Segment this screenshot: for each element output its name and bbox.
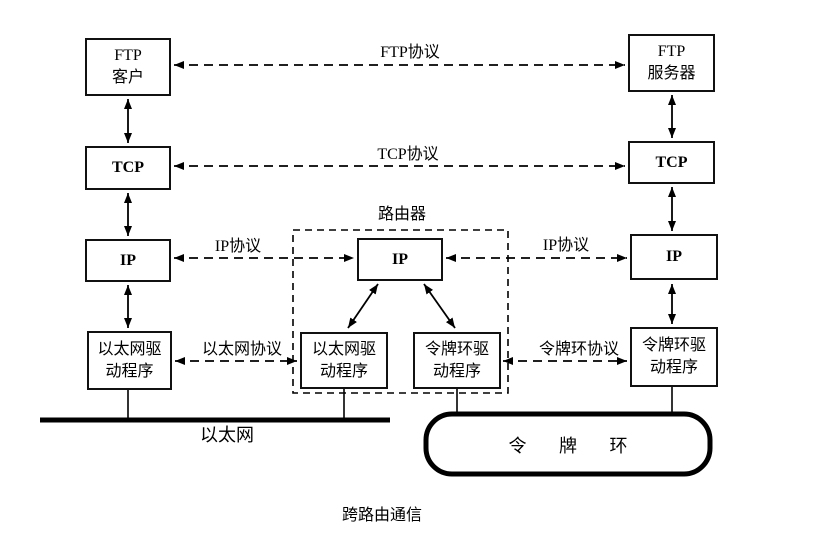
node-ethernet-driver-router: 以太网驱 动程序 <box>300 332 388 389</box>
router-label: 路由器 <box>377 206 427 223</box>
ip-protocol-label-left: IP协议 <box>214 238 262 255</box>
token-ring-protocol-label: 令牌环协议 <box>538 341 620 358</box>
node-ethernet-driver-left-label: 以太网驱 动程序 <box>97 340 162 380</box>
node-ftp-client: FTP 客户 <box>85 38 171 96</box>
ip-protocol-label-right: IP协议 <box>542 237 590 254</box>
node-tokenring-driver-right: 令牌环驱 动程序 <box>630 327 718 387</box>
node-ip-router-label: IP <box>392 250 408 268</box>
node-ftp-server-label: FTP 服务器 <box>647 43 696 82</box>
node-ethernet-driver-left: 以太网驱 动程序 <box>87 331 172 390</box>
node-ip-router: IP <box>357 238 443 281</box>
node-tokenring-driver-router: 令牌环驱 动程序 <box>413 332 501 389</box>
router-dashed-boundary <box>292 229 509 394</box>
node-tcp-right: TCP <box>628 141 715 184</box>
node-ethernet-driver-router-label: 以太网驱 动程序 <box>311 340 376 380</box>
node-ip-left-label: IP <box>120 251 136 269</box>
node-tokenring-driver-right-label: 令牌环驱 动程序 <box>641 337 706 376</box>
router-ip-tokenring-arrow <box>423 283 456 329</box>
node-ip-right: IP <box>630 234 718 280</box>
node-ip-left: IP <box>85 239 171 282</box>
node-tcp-left: TCP <box>85 146 171 190</box>
node-tcp-left-label: TCP <box>112 159 144 177</box>
node-tcp-right-label: TCP <box>655 153 688 171</box>
node-tokenring-driver-router-label: 令牌环驱 动程序 <box>424 340 489 380</box>
router-ip-ethernet-arrow <box>347 283 379 329</box>
ethernet-protocol-label: 以太网协议 <box>201 341 283 358</box>
node-ftp-client-label: FTP 客户 <box>111 47 144 86</box>
token-ring-network-label: 令 牌 环 <box>508 436 642 456</box>
node-ip-right-label: IP <box>666 248 682 266</box>
tcp-protocol-label: TCP协议 <box>377 146 439 163</box>
ethernet-network-label: 以太网 <box>200 425 254 445</box>
token-ring-shape <box>423 411 713 477</box>
node-ftp-server: FTP 服务器 <box>628 34 715 92</box>
ftp-protocol-label: FTP协议 <box>380 44 440 61</box>
diagram-caption: 跨路由通信 <box>341 507 423 524</box>
